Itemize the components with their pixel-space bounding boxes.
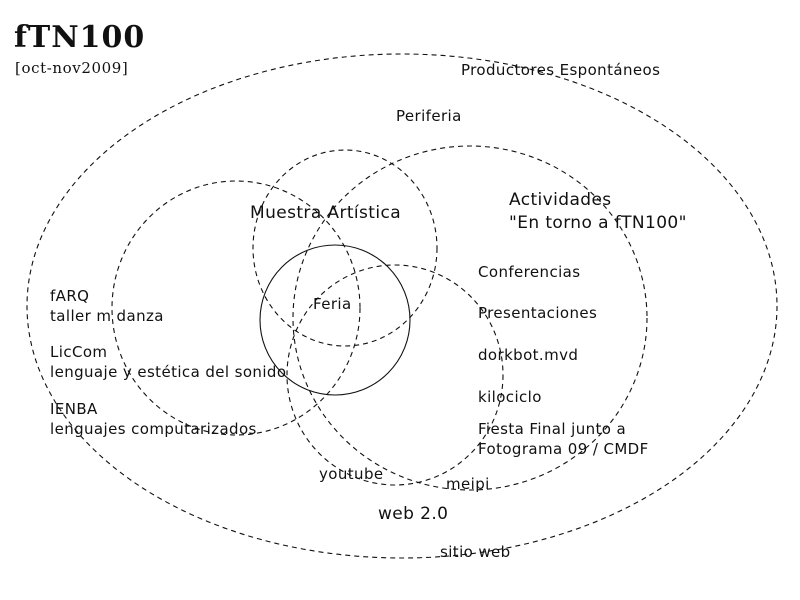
circle-web20 bbox=[286, 264, 504, 486]
label-muestra-artistica: Muestra Artística bbox=[250, 203, 402, 223]
label-productores: Productores Espontáneos bbox=[461, 61, 661, 79]
label-actividades-line2: "En torno a fTN100" bbox=[509, 212, 687, 233]
left-item: LicCom lenguaje y estética del sonido bbox=[50, 342, 286, 383]
page-subtitle: [oct-nov2009] bbox=[15, 59, 129, 77]
left-item-name: IENBA bbox=[50, 400, 98, 418]
label-actividades-line1: Actividades bbox=[509, 190, 612, 210]
circle-left-talleres bbox=[111, 180, 361, 436]
label-periferia: Periferia bbox=[396, 107, 462, 125]
left-item-name: fARQ bbox=[50, 287, 90, 305]
circle-feria bbox=[259, 244, 411, 396]
page-title: fTN100 bbox=[14, 20, 146, 55]
label-youtube: youtube bbox=[319, 465, 384, 483]
label-sitio-web: sitio web bbox=[440, 543, 511, 561]
label-fiesta-line2: Fotograma 09 / CMDF bbox=[478, 440, 649, 459]
label-meipi: meipi bbox=[446, 475, 490, 493]
label-fiesta-line1: Fiesta Final junto a bbox=[478, 420, 627, 438]
left-item-desc: taller m danza bbox=[50, 307, 164, 326]
outer-ellipse-productores bbox=[26, 53, 778, 559]
label-actividades: Actividades "En torno a fTN100" bbox=[509, 189, 687, 235]
label-web20: web 2.0 bbox=[378, 504, 449, 524]
right-item: kilociclo bbox=[478, 388, 542, 406]
right-item: Presentaciones bbox=[478, 304, 598, 322]
right-item: dorkbot.mvd bbox=[478, 346, 579, 364]
right-item: Conferencias bbox=[478, 263, 581, 281]
label-feria: Feria bbox=[313, 295, 352, 313]
circle-muestra-artistica bbox=[252, 149, 438, 347]
left-item-name: LicCom bbox=[50, 343, 108, 361]
circle-actividades bbox=[292, 145, 648, 491]
label-fiesta-final: Fiesta Final junto a Fotograma 09 / CMDF bbox=[478, 419, 649, 460]
left-item-desc: lenguajes computarizados bbox=[50, 420, 257, 439]
left-item: fARQ taller m danza bbox=[50, 286, 164, 327]
left-item: IENBA lenguajes computarizados bbox=[50, 399, 257, 440]
left-item-desc: lenguaje y estética del sonido bbox=[50, 363, 287, 382]
